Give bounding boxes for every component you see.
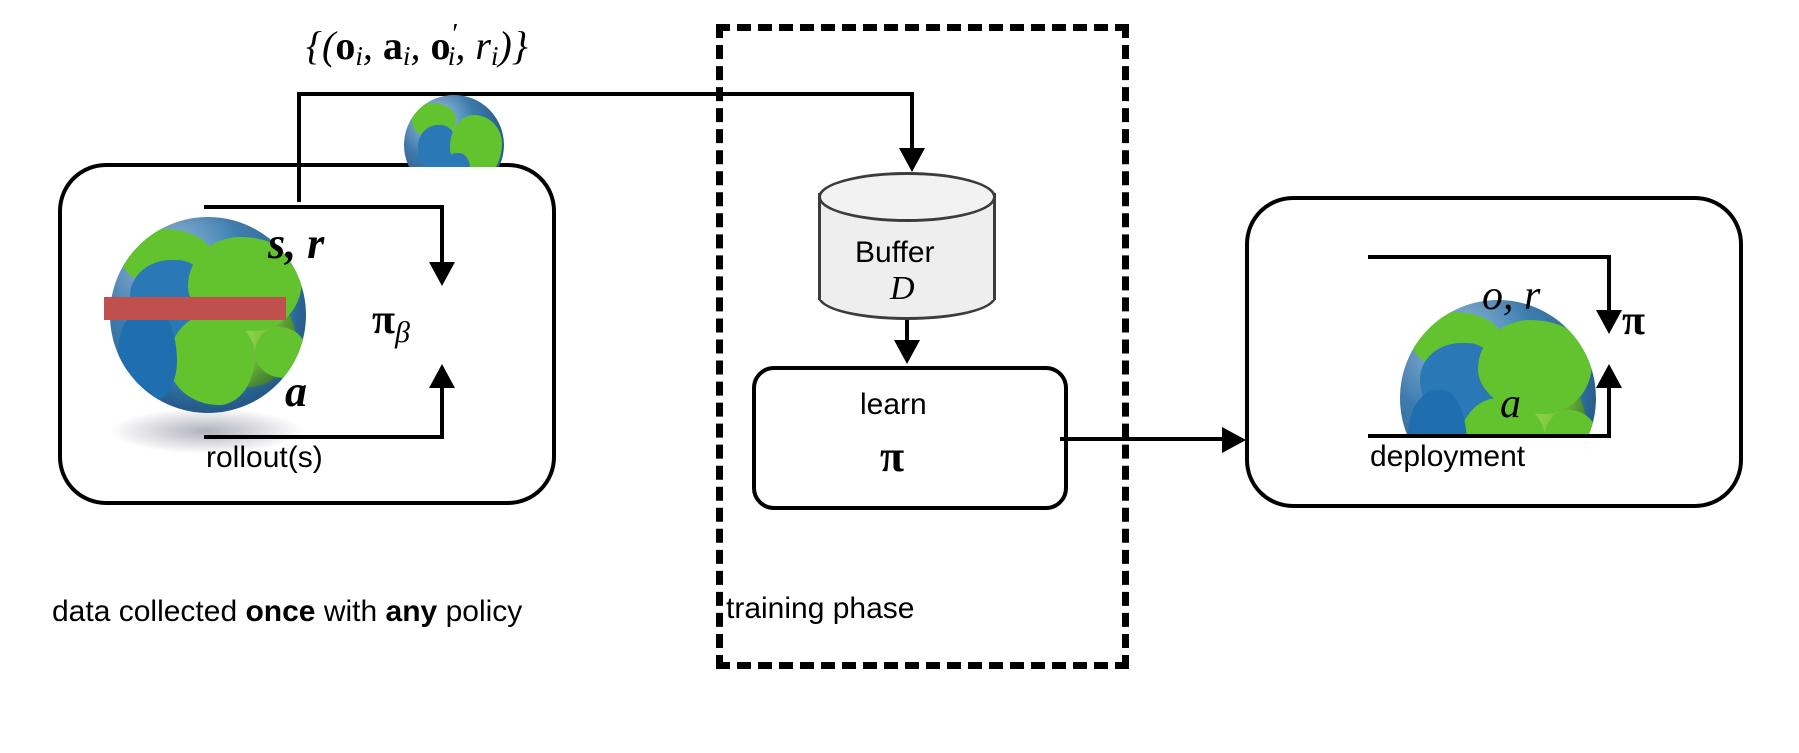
formula-term-r: r	[475, 22, 491, 68]
rollout-right-down-line	[440, 205, 444, 267]
deployment-policy-label: π	[1622, 298, 1646, 344]
formula-term-o-prime: o	[430, 22, 451, 68]
deployment-down-arrowhead-icon	[1596, 310, 1622, 334]
learn-policy-symbol: π	[880, 432, 905, 481]
learn-to-deployment-line	[1060, 437, 1227, 441]
dataset-formula: {(oi, ai, o′i, ri)}	[306, 18, 528, 71]
cylinder-top	[818, 172, 996, 222]
buffer-symbol: D	[890, 270, 915, 307]
formula-term-o: o	[335, 22, 356, 68]
rollout-down-arrowhead-icon	[429, 262, 455, 286]
buffer-label: Buffer	[855, 236, 935, 269]
rollout-up-arrowhead-icon	[429, 364, 455, 388]
desc-part-1: once	[245, 595, 316, 628]
small-globe-icon	[404, 95, 504, 167]
rollout-right-up-line	[440, 377, 444, 437]
rollout-obs-reward-label: s, r	[268, 219, 325, 268]
formula-close: )}	[498, 22, 528, 68]
training-phase-box	[716, 24, 1129, 669]
deployment-panel	[1245, 196, 1743, 508]
desc-part-0: data collected	[52, 595, 246, 628]
deployment-action-label: a	[1500, 381, 1521, 427]
deployment-up-arrowhead-icon	[1596, 364, 1622, 388]
rollout-policy-pi: π	[372, 297, 396, 343]
deployment-bottom-line	[1368, 434, 1611, 438]
data-flow-arrowhead-icon	[899, 148, 925, 172]
data-flow-riser	[297, 92, 301, 202]
desc-part-3: any	[385, 595, 438, 628]
formula-index-2: i	[402, 40, 411, 71]
deployment-obs-reward-label: o, r	[1482, 273, 1541, 319]
data-flow-horizontal	[297, 92, 914, 96]
deployment-caption: deployment	[1370, 440, 1526, 473]
formula-index-4: i	[490, 40, 499, 71]
buffer-to-learn-arrowhead-icon	[894, 340, 920, 364]
rollout-bottom-line	[204, 435, 444, 439]
rollout-top-line	[204, 205, 444, 209]
globe-shadow	[108, 408, 304, 454]
formula-term-a: a	[382, 22, 403, 68]
deployment-globe-icon	[1400, 300, 1596, 438]
learn-to-deployment-arrowhead-icon	[1222, 427, 1246, 453]
data-flow-drop	[910, 92, 914, 154]
rollout-caption: rollout(s)	[206, 441, 323, 474]
training-phase-caption: training phase	[726, 592, 915, 625]
desc-part-4: policy	[437, 595, 523, 628]
deployment-right-up-line	[1607, 378, 1611, 436]
desc-part-2: with	[315, 595, 386, 628]
replay-buffer	[818, 172, 996, 320]
rollout-panel	[58, 163, 556, 505]
formula-index-3: i	[447, 40, 456, 71]
rollout-policy-label: πβ	[372, 298, 410, 348]
left-panel-description: data collected once with any policy	[52, 597, 522, 627]
formula-prime: ′	[450, 18, 457, 50]
deployment-top-line	[1368, 255, 1611, 259]
deployment-right-down-line	[1607, 255, 1611, 315]
formula-index-1: i	[355, 40, 363, 71]
learn-label: learn	[860, 388, 927, 421]
formula-open: {(	[306, 22, 336, 68]
rollout-action-label: a	[285, 367, 307, 416]
rollout-policy-beta: β	[395, 316, 410, 349]
buffer-to-learn-line	[905, 320, 909, 346]
globe-strikethrough-bar	[104, 297, 286, 320]
